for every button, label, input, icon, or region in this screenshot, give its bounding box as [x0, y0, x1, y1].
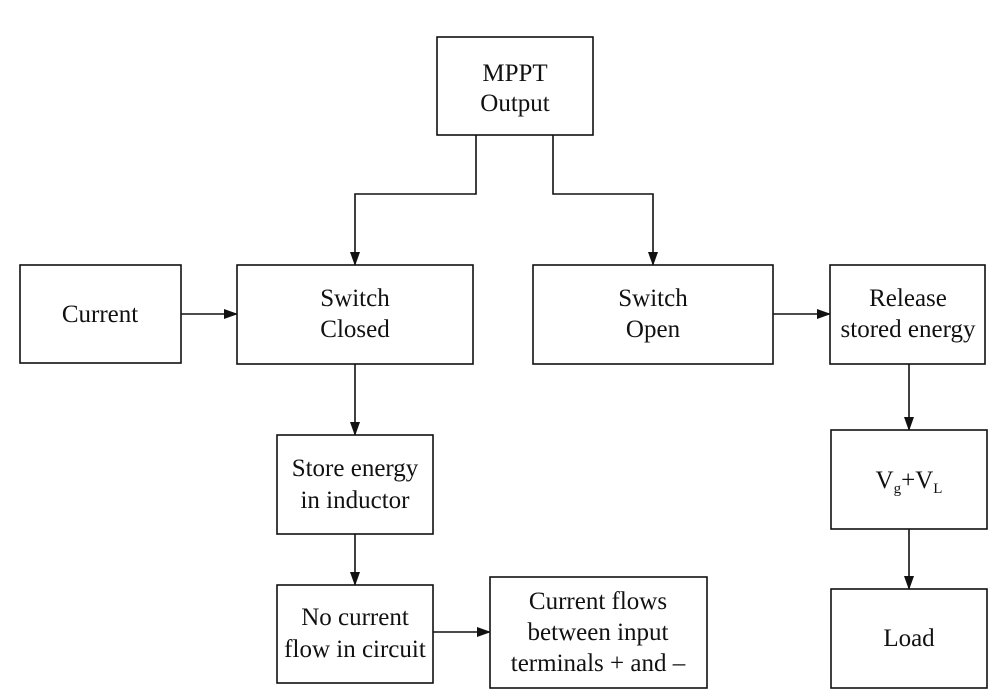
node-label-line: Current flows [529, 588, 667, 615]
node-current: Current [19, 264, 182, 364]
node-label-line: in inductor [300, 487, 410, 514]
connectors [181, 135, 914, 637]
vg-subscript: g [894, 481, 902, 497]
node-label-line: Release [869, 285, 947, 312]
node-label-vg-vl: Vg+VL [876, 467, 943, 497]
node-vg-plus-vl: Vg+VL [830, 429, 988, 530]
node-store-energy: Store energy in inductor [276, 434, 434, 535]
node-label-line: MPPT [482, 60, 547, 87]
node-label-line: Output [480, 90, 550, 117]
node-label-line: Switch [618, 285, 688, 312]
node-label-line: Closed [320, 316, 390, 343]
vg-v-text: V [876, 467, 894, 494]
node-label-line: terminals + and – [511, 650, 686, 677]
plus-text: + [901, 467, 915, 494]
vl-v-text: V [915, 467, 933, 494]
node-label-line: Open [626, 316, 681, 343]
node-current-flows: Current flows between input terminals + … [489, 576, 708, 689]
node-label-line: Current [62, 301, 138, 328]
arrow-mppt-to-switch-open [552, 135, 658, 266]
node-label-line: flow in circuit [284, 636, 426, 663]
node-mppt-output: MPPT Output [436, 36, 594, 136]
node-release-stored-energy: Release stored energy [829, 264, 986, 365]
node-label-line: Store energy [292, 455, 419, 482]
node-no-current-flow: No current flow in circuit [276, 584, 434, 684]
vl-subscript: L [933, 481, 942, 497]
arrow-mppt-to-switch-closed [350, 135, 477, 266]
node-label-line: stored energy [841, 316, 976, 343]
node-label-line: No current [301, 604, 409, 631]
node-label-line: between input [528, 619, 669, 646]
node-label-line: Switch [320, 285, 390, 312]
node-label-line: Load [883, 625, 935, 652]
node-switch-open: Switch Open [532, 264, 774, 365]
node-switch-closed: Switch Closed [236, 264, 474, 365]
node-load: Load [830, 588, 988, 689]
